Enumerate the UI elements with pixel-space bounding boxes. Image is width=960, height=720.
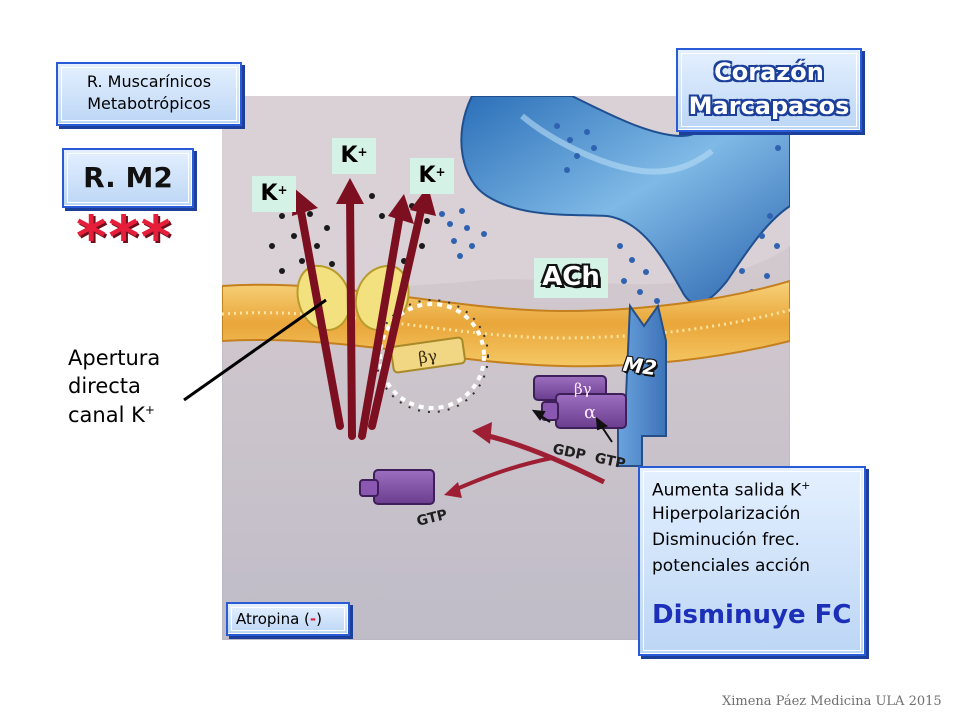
gdp-label: GDP <box>551 441 587 464</box>
subtype-box: R. M2 <box>62 148 194 208</box>
gtp-arrow <box>451 456 553 493</box>
beta-gamma-bound-label: βγ <box>574 380 592 398</box>
beta-gamma-highlight-dark <box>375 299 489 413</box>
ach-text: ACh <box>542 262 600 292</box>
title-line-1: Corazón <box>714 58 824 86</box>
nerve-terminal-highlight <box>520 113 714 175</box>
antagonist-text: Atropina ( <box>236 610 310 628</box>
gtp-exchange-label: GTP <box>593 450 627 472</box>
potassium-efflux-arrows <box>296 192 426 440</box>
annotation-charge: + <box>144 403 155 417</box>
membrane-illustration: βγ βγ α GDP GTP GTP <box>222 96 790 640</box>
antagonist-close: ) <box>316 610 322 628</box>
subtype-box-inner <box>67 153 189 203</box>
annotation-line-3: canal K+ <box>68 404 155 426</box>
antagonist-box: Atropina (-) <box>226 602 350 636</box>
annotation-pointer <box>183 298 327 402</box>
potassium-label-1: K+ <box>332 138 376 174</box>
ach-label: ACh <box>534 258 608 298</box>
antagonist-sign: - <box>309 610 317 628</box>
effects-box-inner <box>643 471 861 651</box>
activation-arrow-head <box>472 422 492 444</box>
exchange-arrows <box>531 409 613 443</box>
potassium-label-2: K+ <box>410 158 454 194</box>
credit: Ximena Páez Medicina ULA 2015 <box>722 694 942 709</box>
activation-arrow <box>479 431 606 485</box>
receptor-type-line-1: R. Muscarínicos <box>86 72 212 91</box>
beta-gamma-highlight <box>378 302 486 410</box>
receptor-type-line-2: Metabotrópicos <box>87 94 211 113</box>
effects-line-1-charge: + <box>801 479 811 492</box>
effects-conclusion: Disminuye FC <box>652 600 852 630</box>
effects-line-2: Hiperpolarización <box>652 504 801 524</box>
potassium-charge: + <box>277 183 288 197</box>
m2-receptor-label: M2 <box>621 351 659 381</box>
title-box-inner <box>681 53 857 127</box>
potassium-symbol: K <box>418 163 436 188</box>
effects-line-1: Aumenta salida K+ <box>652 480 810 500</box>
receptor-type-box: R. Muscarínicos Metabotrópicos <box>56 62 242 126</box>
annotation-line-1: Apertura <box>68 346 161 370</box>
alpha-label: α <box>584 402 596 423</box>
potassium-charge: + <box>357 145 368 159</box>
antagonist-box-inner <box>231 607 345 631</box>
gtp-free-label: GTP <box>415 507 449 530</box>
annotation-channel-text: canal K <box>68 403 145 427</box>
antagonist-label: Atropina (-) <box>236 612 322 627</box>
potassium-charge: + <box>435 165 446 179</box>
effects-line-3: Disminución frec. <box>652 530 800 550</box>
annotation-line-2: directa <box>68 374 141 398</box>
potassium-symbol: K <box>340 143 358 168</box>
g-protein-bound <box>533 375 627 429</box>
effects-line-1-text: Aumenta salida K <box>652 480 802 501</box>
gtp-arrow-head <box>444 482 462 498</box>
potassium-symbol: K <box>260 181 278 206</box>
receptor-type-box-inner <box>61 67 237 121</box>
effects-box: Aumenta salida K+ Hiperpolarización Dism… <box>638 466 866 656</box>
subtype-label: R. M2 <box>83 161 173 194</box>
beta-gamma-free-label: βγ <box>417 346 438 367</box>
potassium-label-3: K+ <box>252 176 296 212</box>
effects-line-4: potenciales acción <box>652 556 811 576</box>
title-line-2: Marcapasos <box>688 92 850 120</box>
arrow-heads <box>292 178 436 224</box>
emphasis-stars: *** <box>76 203 173 271</box>
g-alpha-free <box>359 469 435 505</box>
title-box: Corazón Marcapasos <box>676 48 862 132</box>
beta-gamma-free <box>390 336 466 374</box>
